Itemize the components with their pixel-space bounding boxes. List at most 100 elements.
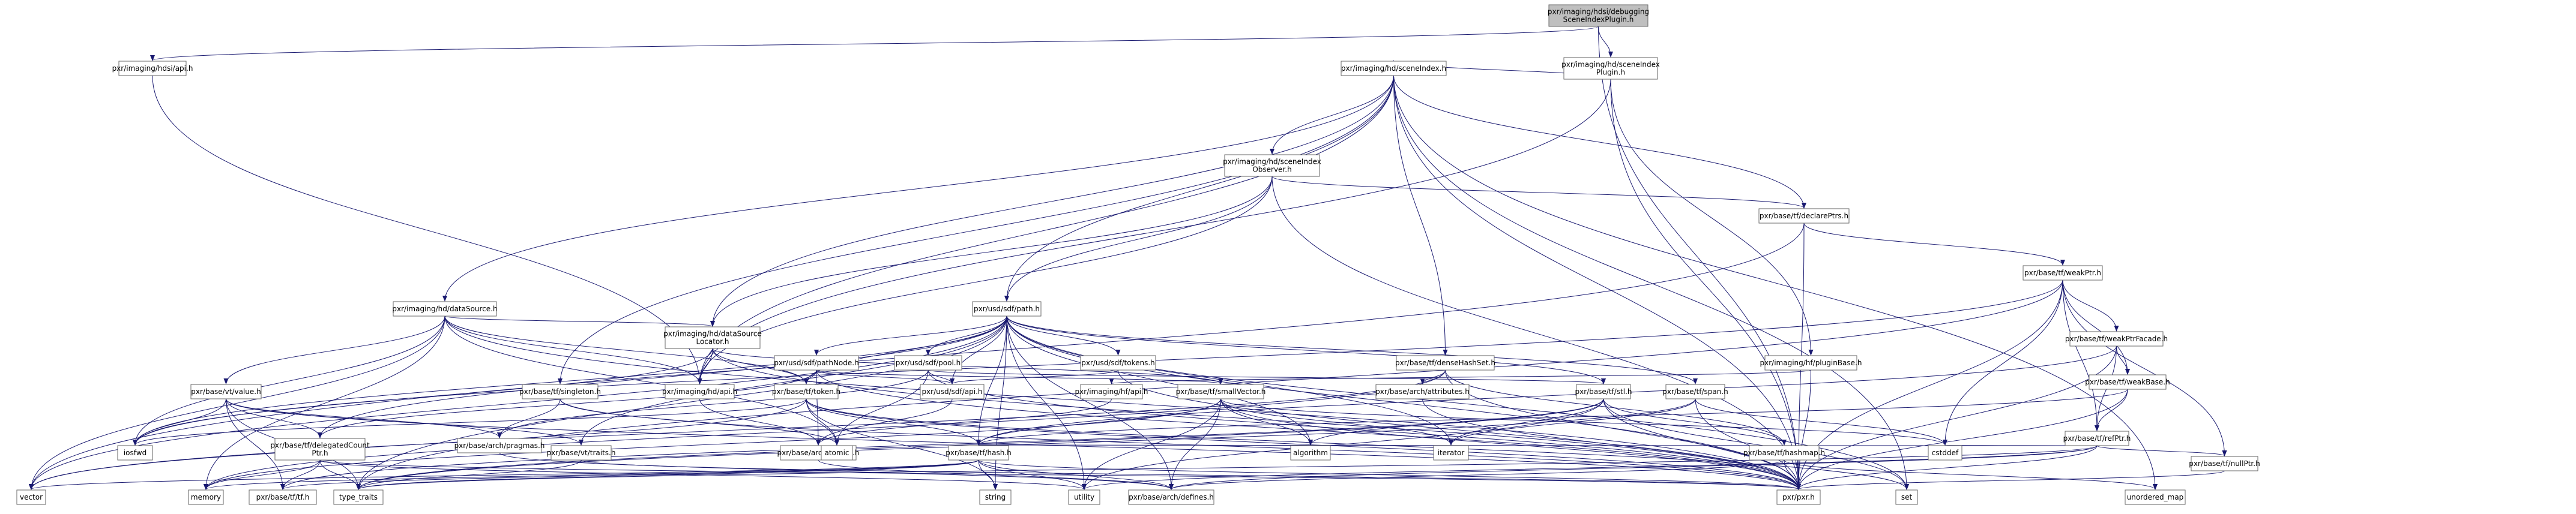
edge-vtTraits-to-typeTraits	[356, 459, 582, 490]
node-box	[972, 301, 1042, 317]
edge-tfSpan-to-cstddef	[1695, 398, 1947, 446]
node-pxr[interactable]: pxr/pxr.h	[1776, 489, 1821, 505]
edge-hdDataSource-to-vector	[29, 315, 445, 490]
node-typeTraits[interactable]: type_traits	[333, 489, 384, 505]
node-archPragmas[interactable]: pxr/base/arch/pragmas.h	[454, 438, 545, 453]
node-iterator[interactable]: iterator	[1433, 445, 1469, 461]
node-tfDenseHashSet[interactable]: pxr/base/tf/denseHashSet.h	[1395, 355, 1495, 371]
node-label: string	[985, 493, 1006, 501]
node-label: pxr/base/tf/hash.h	[946, 449, 1012, 457]
node-sdfTokens[interactable]: pxr/usd/sdf/tokens.h	[1080, 355, 1156, 371]
node-tfSpan[interactable]: pxr/base/tf/span.h	[1662, 384, 1728, 399]
node-hfPluginBase[interactable]: pxr/imaging/hf/pluginBase.h	[1760, 355, 1862, 371]
edge-hdDataSourceLocator-to-pxr	[712, 348, 1801, 490]
node-sdfPathNode[interactable]: pxr/usd/sdf/pathNode.h	[774, 355, 859, 371]
edge-hdDataSource-to-pxr	[444, 315, 1801, 490]
node-box	[1224, 154, 1320, 177]
node-vtTraits[interactable]: pxr/base/vt/traits.h	[547, 445, 616, 461]
edge-tfHashmap-to-unorderedMap	[1784, 459, 2158, 490]
edge-hdSceneIndex-to-sdfPath	[1004, 75, 1394, 302]
edge-hdSceneIndex-to-hdApi	[697, 75, 1394, 384]
node-vector[interactable]: vector	[16, 489, 46, 505]
node-tfWeakPtrFacade[interactable]: pxr/base/tf/weakPtrFacade.h	[2065, 331, 2168, 347]
node-box	[948, 445, 1009, 461]
node-sdfPool[interactable]: pxr/usd/sdf/pool.h	[894, 355, 962, 371]
edge-hdSceneIndexPlugin-to-hdApi	[697, 79, 1611, 384]
edge-hdDataSource-to-hdApi	[444, 315, 702, 384]
node-tfNullPtr[interactable]: pxr/base/tf/nullPtr.h	[2189, 456, 2260, 471]
node-box	[2125, 489, 2186, 505]
node-label: iterator	[1438, 449, 1465, 457]
node-label: pxr/base/tf/weakBase.h	[2085, 378, 2170, 386]
node-tfTf[interactable]: pxr/base/tf/tf.h	[249, 489, 317, 505]
node-tfRefPtr[interactable]: pxr/base/tf/refPtr.h	[2063, 431, 2131, 446]
node-tfStl[interactable]: pxr/base/tf/stl.h	[1575, 384, 1632, 399]
edge-sdfPath-to-iterator	[1006, 315, 1453, 446]
node-string[interactable]: string	[979, 489, 1012, 505]
node-box	[1080, 355, 1156, 371]
node-hdsiApi[interactable]: pxr/imaging/hdsi/api.h	[112, 61, 193, 76]
node-hdSceneIndex[interactable]: pxr/imaging/hd/sceneIndex.h	[1341, 61, 1447, 76]
edge-hfApi-to-archExport	[816, 398, 1112, 446]
node-memory[interactable]: memory	[188, 489, 224, 505]
node-atomic[interactable]: atomic	[821, 445, 853, 461]
edge-sdfPath-to-sdfPathNode	[814, 315, 1007, 356]
node-tfWeakPtr[interactable]: pxr/base/tf/weakPtr.h	[2022, 265, 2103, 281]
edge-hdSceneIndex-to-unorderedMap	[1393, 75, 2158, 490]
node-set[interactable]: set	[1895, 489, 1918, 505]
edge-tfDeclarePtrs-to-tfWeakPtr	[1803, 223, 2065, 266]
node-box	[1928, 445, 1962, 461]
edge-vtValue-to-tfTf	[226, 398, 285, 490]
node-sdfPath[interactable]: pxr/usd/sdf/path.h	[972, 301, 1042, 317]
node-archDefines[interactable]: pxr/base/arch/defines.h	[1128, 489, 1214, 505]
node-tfHash[interactable]: pxr/base/tf/hash.h	[946, 445, 1012, 461]
node-label: pxr/base/tf/nullPtr.h	[2189, 459, 2260, 468]
node-tfSingleton[interactable]: pxr/base/tf/singleton.h	[519, 384, 601, 399]
node-cstddef[interactable]: cstddef	[1928, 445, 1962, 461]
node-archAttributes[interactable]: pxr/base/arch/attributes.h	[1375, 384, 1470, 399]
node-utility[interactable]: utility	[1068, 489, 1100, 505]
edge-tfRefPtr-to-utility	[1082, 445, 2098, 490]
node-tfWeakBase[interactable]: pxr/base/tf/weakBase.h	[2085, 374, 2170, 390]
node-box	[190, 384, 262, 399]
edge-sdfPath-to-set	[1006, 315, 1909, 490]
edge-root-to-pxr	[1598, 26, 1801, 490]
edge-tfSingleton-to-archPragmas	[497, 398, 561, 438]
edge-sdfPath-to-vtTraits	[579, 315, 1007, 446]
edge-tfSpan-to-iterator	[1449, 398, 1696, 446]
node-box	[2065, 431, 2129, 446]
edge-tfSmallVector-to-pxr	[1220, 398, 1801, 490]
node-hdDataSource[interactable]: pxr/imaging/hd/dataSource.h	[392, 301, 498, 317]
edge-sdfPath-to-sdfTokens	[1006, 315, 1121, 356]
edge-tfStl-to-pxr	[1603, 398, 1801, 490]
edge-hdSceneIndex-to-set	[1393, 75, 1909, 490]
node-hfApi[interactable]: pxr/imaging/hf/api.h	[1075, 384, 1148, 399]
node-sdfApi[interactable]: pxr/usd/sdf/api.h	[920, 384, 985, 399]
edge-vtTraits-to-pxr	[581, 459, 1801, 490]
node-tfToken[interactable]: pxr/base/tf/token.h	[772, 384, 840, 399]
node-tfDeclarePtrs[interactable]: pxr/base/tf/declarePtrs.h	[1758, 208, 1850, 224]
node-label: utility	[1074, 493, 1094, 501]
edge-sdfPath-to-pxr	[1006, 315, 1801, 490]
edge-hdDataSource-to-tfToken	[444, 315, 809, 384]
node-vtValue[interactable]: pxr/base/vt/value.h	[190, 384, 262, 399]
node-hdApi[interactable]: pxr/imaging/hd/api.h	[662, 384, 737, 399]
node-box	[2191, 456, 2258, 471]
node-algorithm[interactable]: algorithm	[1290, 445, 1331, 461]
node-label: pxr/base/tf/weakPtrFacade.h	[2065, 335, 2168, 343]
node-iosfwd[interactable]: iosfwd	[117, 445, 153, 461]
node-label: pxr/base/arch/attributes.h	[1375, 387, 1470, 396]
edge-tfDelegatedCountPtr-to-memory	[204, 459, 321, 490]
node-box	[457, 438, 542, 453]
node-tfHashmap[interactable]: pxr/base/tf/hashmap.h	[1743, 445, 1825, 461]
edge-sdfPath-to-algorithm	[1006, 315, 1313, 446]
node-tfSmallVector[interactable]: pxr/base/tf/smallVector.h	[1176, 384, 1266, 399]
node-label: atomic	[824, 449, 849, 457]
edge-tfDelegatedCountPtr-to-pxr	[319, 459, 1801, 490]
node-unorderedMap[interactable]: unordered_map	[2125, 489, 2186, 505]
